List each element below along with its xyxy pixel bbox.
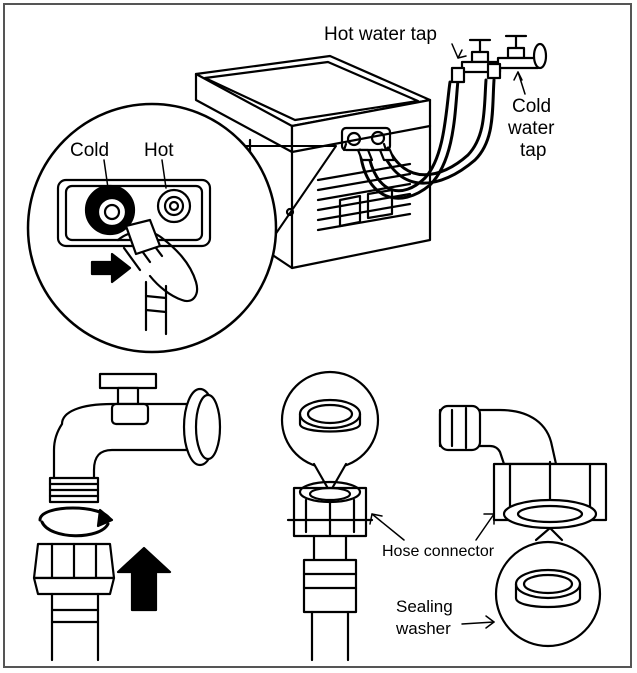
inlet-hoses [356,78,496,200]
hose-connector-leader-right [475,513,495,541]
hose-connector-center [280,370,380,662]
sealing-washer-leader [461,621,495,625]
label-inlet-hot: Hot [144,140,174,161]
label-inlet-cold: Cold [70,140,109,161]
tap-with-hose [32,372,222,662]
label-hose-connector: Hose connector [382,543,495,560]
label-cold-water-tap-1: Cold [512,96,551,117]
hose-connector-leader-left [371,513,405,541]
label-cold-water-tap-2: water [507,118,555,139]
label-hot-water-tap: Hot water tap [324,24,437,45]
label-cold-water-tap-3: tap [520,140,546,161]
hose-connector-elbow [438,404,608,648]
label-sealing-washer-2: washer [395,619,451,638]
magnified-inlet-view [26,102,337,354]
cold-water-tap [486,34,548,80]
label-sealing-washer-1: Sealing [396,597,453,616]
hot-tap-leader [451,43,459,59]
